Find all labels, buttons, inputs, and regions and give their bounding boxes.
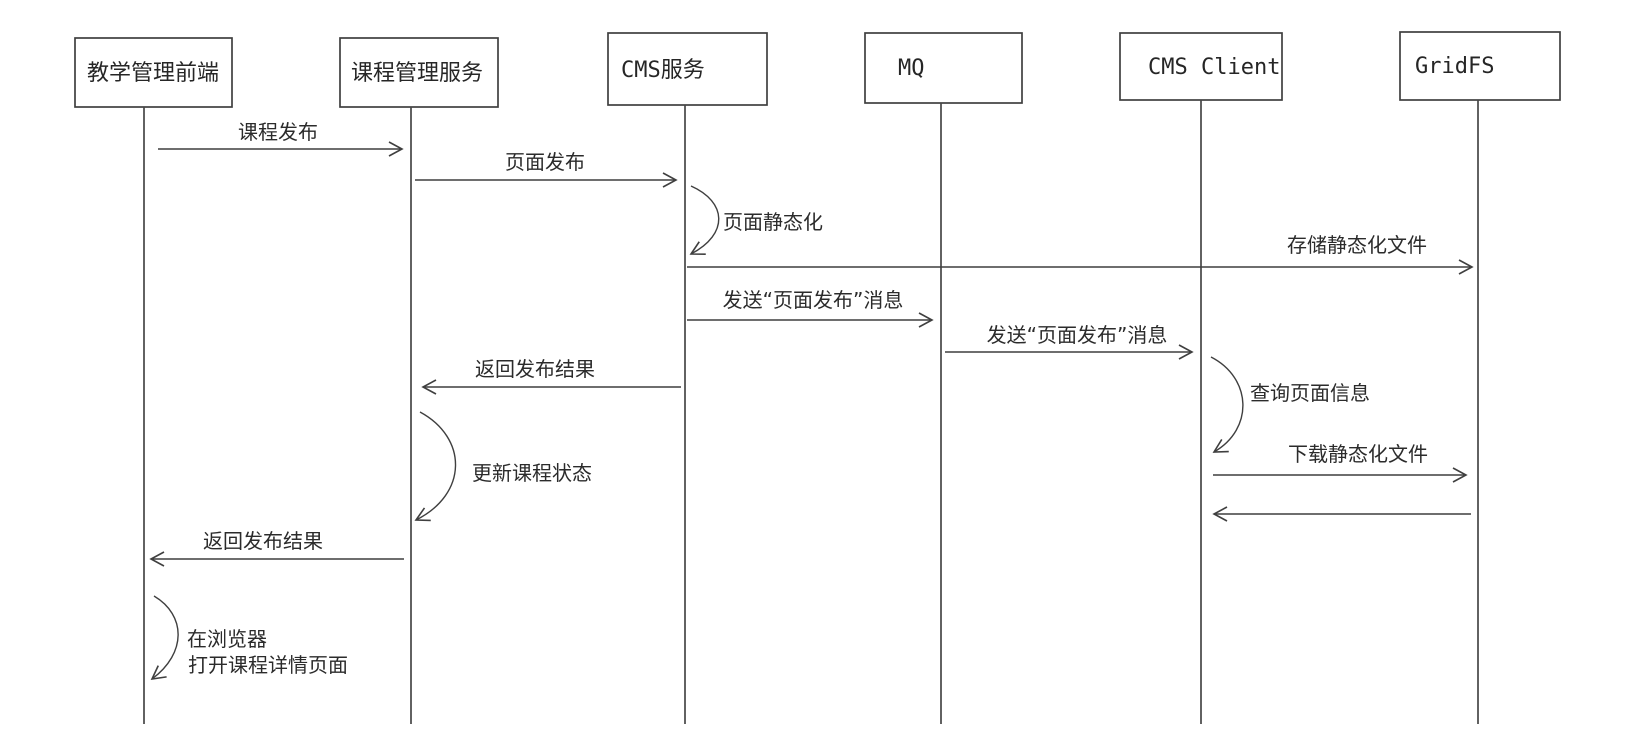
self-loop-page-staticize — [689, 185, 720, 255]
participant-label-gridfs: GridFS — [1415, 54, 1494, 79]
participant-teaching-frontend: 教学管理前端 — [74, 37, 233, 724]
message-label-store-static-file: 存储静态化文件 — [1287, 233, 1427, 257]
message-send-page-publish-to-mq: 发送“页面发布”消息 — [687, 288, 934, 328]
participant-gridfs: GridFS — [1399, 31, 1561, 724]
participant-box-course-service — [339, 37, 499, 108]
participant-cms-service: CMS服务 — [607, 32, 768, 724]
message-course-publish: 课程发布 — [158, 120, 404, 157]
participant-box-teaching-frontend — [74, 37, 233, 108]
participant-label-cms-service: CMS服务 — [621, 58, 705, 83]
self-message-update-course-status: 更新课程状态 — [414, 411, 592, 522]
participant-mq: MQ — [864, 32, 1023, 724]
self-loop-open-course-detail-page — [150, 595, 179, 681]
message-download-static-file: 下载静态化文件 — [1213, 442, 1468, 483]
self-loop-update-course-status — [414, 411, 457, 522]
message-store-static-file: 存储静态化文件 — [687, 233, 1474, 275]
participant-label-teaching-frontend: 教学管理前端 — [87, 61, 219, 86]
participant-box-gridfs — [1399, 31, 1561, 101]
participant-box-mq — [864, 32, 1023, 104]
participant-box-cms-client — [1119, 32, 1283, 101]
message-label-page-staticize: 页面静态化 — [723, 210, 823, 234]
message-label-query-page-info: 查询页面信息 — [1250, 381, 1370, 405]
message-label-send-page-publish-to-mq: 发送“页面发布”消息 — [723, 288, 904, 312]
message-label-open-course-detail-page: 打开课程详情页面 — [188, 653, 348, 677]
message-label-update-course-status: 更新课程状态 — [472, 461, 592, 485]
participant-label-cms-client: CMS Client — [1148, 55, 1280, 80]
message-send-page-publish-to-client: 发送“页面发布”消息 — [945, 323, 1194, 360]
participant-label-mq: MQ — [898, 56, 925, 81]
message-label-course-publish: 课程发布 — [238, 120, 318, 144]
self-loop-query-page-info — [1210, 356, 1244, 453]
message-return-publish-result-to-course-service: 返回发布结果 — [421, 357, 681, 395]
self-message-open-course-detail-page: 在浏览器 打开课程详情页面 — [150, 595, 348, 681]
participant-box-cms-service — [607, 32, 768, 106]
participant-label-course-service: 课程管理服务 — [351, 61, 483, 86]
self-message-page-staticize: 页面静态化 — [689, 185, 823, 255]
message-label-page-publish: 页面发布 — [505, 150, 585, 174]
message-label-return-publish-result-to-course-service: 返回发布结果 — [475, 357, 595, 381]
participant-course-service: 课程管理服务 — [339, 37, 499, 724]
message-page-publish: 页面发布 — [415, 150, 678, 188]
participant-cms-client: CMS Client — [1119, 32, 1283, 724]
message-return-publish-result-to-frontend: 返回发布结果 — [149, 529, 404, 567]
message-label-open-in-browser: 在浏览器 — [187, 627, 267, 651]
message-label-send-page-publish-to-client: 发送“页面发布”消息 — [987, 323, 1168, 347]
message-label-download-static-file: 下载静态化文件 — [1288, 442, 1428, 466]
self-message-query-page-info: 查询页面信息 — [1210, 356, 1370, 453]
message-label-return-publish-result-to-frontend: 返回发布结果 — [203, 529, 323, 553]
